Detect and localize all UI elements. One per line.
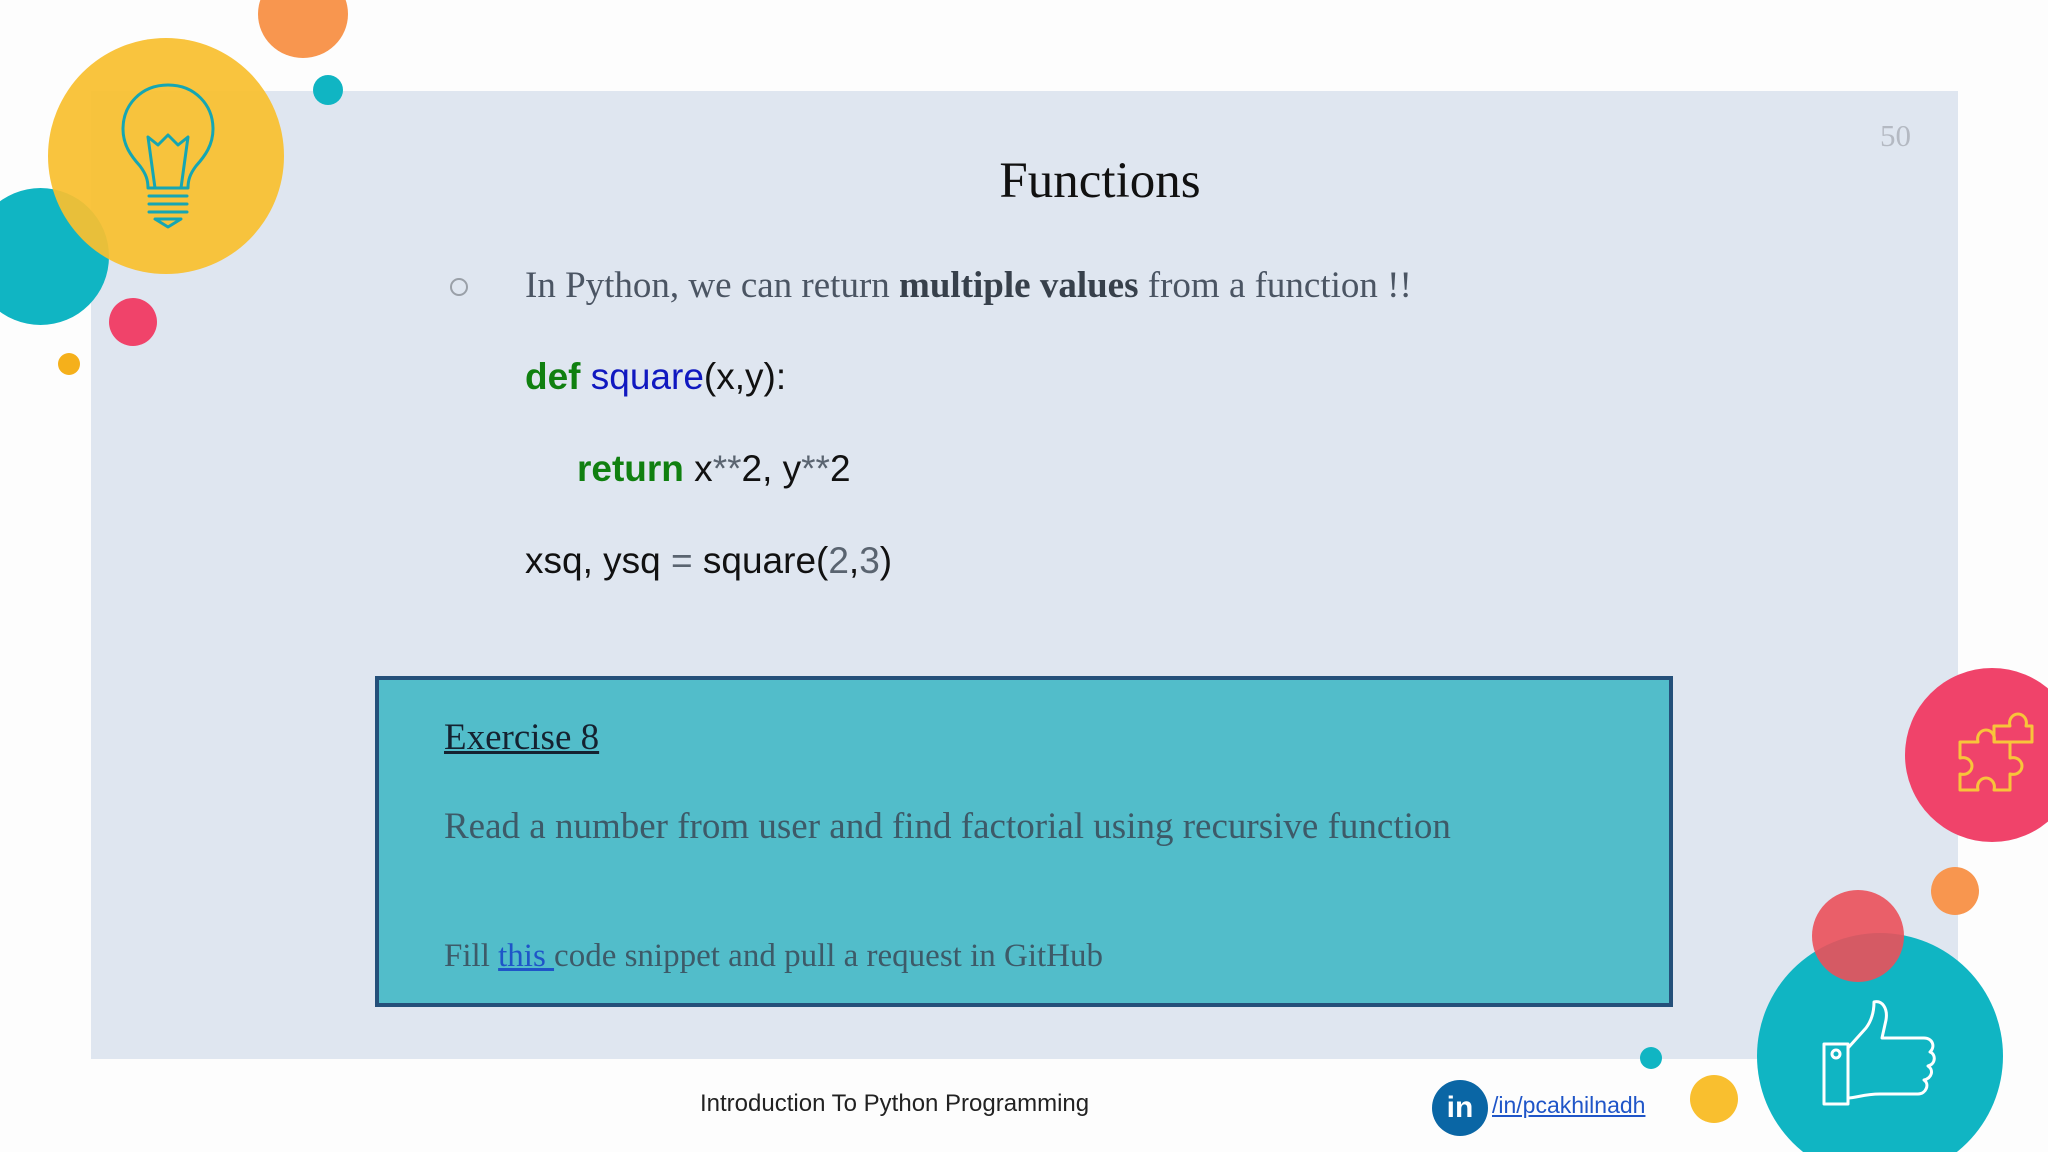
code-arg-1: 2 bbox=[828, 540, 849, 581]
exercise-description: Read a number from user and find factori… bbox=[444, 806, 1451, 847]
decor-circle-orange-right bbox=[1931, 867, 1979, 915]
bullet-text-bold: multiple values bbox=[899, 265, 1139, 306]
decor-circle-yellow-dot bbox=[58, 353, 80, 375]
code-call-name: square( bbox=[692, 540, 829, 581]
code-return-a: x bbox=[683, 448, 713, 489]
exercise-fill-line: Fill this code snippet and pull a reques… bbox=[444, 938, 1103, 975]
decor-circle-pink-right bbox=[1905, 668, 2048, 842]
code-line-def: def square(x,y): bbox=[525, 356, 786, 398]
exercise-fill-start: Fill bbox=[444, 938, 499, 974]
decor-circle-red-overlap bbox=[1812, 890, 1904, 982]
code-arg-2: 3 bbox=[859, 540, 880, 581]
decor-circle-yellow-big bbox=[48, 38, 284, 274]
code-line-call: xsq, ysq = square(2,3) bbox=[525, 540, 892, 582]
code-function-name: square bbox=[590, 356, 704, 397]
code-arg-comma: , bbox=[848, 540, 860, 581]
linkedin-profile-link[interactable]: /in/pcakhilnadh bbox=[1492, 1092, 1646, 1118]
exercise-fill-end: code snippet and pull a request in GitHu… bbox=[554, 938, 1104, 974]
bullet-text-start: In Python, we can return bbox=[525, 265, 900, 306]
decor-circle-yellow-bottom bbox=[1690, 1075, 1738, 1123]
linkedin-icon[interactable]: in bbox=[1432, 1080, 1488, 1136]
slide-title: Functions bbox=[999, 153, 1201, 209]
decor-circle-teal-dot bbox=[1640, 1047, 1662, 1069]
code-keyword-def: def bbox=[525, 356, 581, 397]
bullet-text-end: from a function !! bbox=[1138, 265, 1412, 306]
code-params: (x,y): bbox=[703, 356, 787, 397]
code-operator-pow-2: ** bbox=[801, 448, 830, 489]
slide-number: 50 bbox=[1880, 118, 1911, 153]
bullet-text: In Python, we can return multiple values… bbox=[525, 264, 1412, 307]
code-operator-assign: = bbox=[671, 540, 693, 581]
thumbs-up-icon bbox=[1822, 1000, 1936, 1106]
code-keyword-return: return bbox=[577, 448, 684, 489]
code-call-close: ) bbox=[879, 540, 893, 581]
code-operator-pow-1: ** bbox=[712, 448, 742, 489]
code-call-targets: xsq, ysq bbox=[525, 540, 671, 581]
exercise-title: Exercise 8 bbox=[444, 717, 600, 758]
lightbulb-icon bbox=[121, 83, 215, 229]
decor-circle-pink-small bbox=[109, 298, 157, 346]
puzzle-icon bbox=[1958, 712, 2034, 792]
code-return-b: 2, y bbox=[741, 448, 802, 489]
decor-circle-teal-small bbox=[313, 75, 343, 105]
exercise-box: Exercise 8 Read a number from user and f… bbox=[375, 676, 1673, 1007]
decor-circle-orange-top bbox=[258, 0, 348, 58]
exercise-snippet-link[interactable]: this bbox=[498, 938, 555, 974]
footer-course-title: Introduction To Python Programming bbox=[700, 1090, 1090, 1117]
code-return-c: 2 bbox=[829, 448, 851, 489]
code-line-return: return x**2, y**2 bbox=[577, 448, 851, 490]
bullet-marker bbox=[450, 278, 468, 296]
